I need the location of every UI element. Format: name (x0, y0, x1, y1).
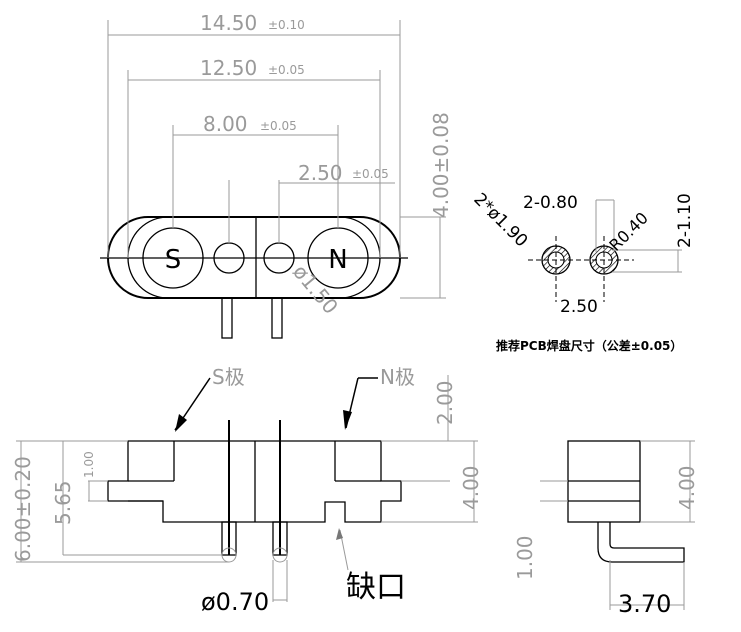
svg-text:±0.05: ±0.05 (260, 119, 297, 133)
dim-pad-spacing: 2.50 (560, 297, 598, 317)
svg-text:±0.05: ±0.05 (268, 63, 305, 77)
dim-pole-spacing: 8.00 (203, 112, 248, 136)
dim-pad-slot: 2-1.10 (675, 193, 695, 248)
dim-total-width: 14.50 (200, 11, 257, 35)
dim-body: 4.00 (459, 465, 483, 510)
pole-s-label: S (165, 245, 182, 275)
dim-pin-diameter: ø0.70 (201, 588, 269, 616)
dim-inner-width: 12.50 (200, 56, 257, 80)
front-view: S极 N极 缺口 6.00±0.20 5.65 1.00 2.00 4.00 ø… (11, 365, 483, 616)
dim-pad-radius: R0.40 (605, 208, 651, 254)
side-dim-body: 4.00 (675, 465, 699, 510)
dim-total-height: 6.00±0.20 (11, 456, 35, 562)
top-view: S N 14.50 ±0.10 12.50 ±0.05 8.00 ±0.05 2… (100, 11, 453, 339)
dim-pin-length: 2.00 (433, 380, 457, 425)
pad-caption: 推荐PCB焊盘尺寸（公差±0.05） (496, 338, 682, 353)
svg-text:±0.05: ±0.05 (352, 167, 389, 181)
side-dim-width: 3.70 (618, 590, 671, 618)
label-notch: 缺口 (346, 570, 406, 605)
side-view: 4.00 1.00 3.70 (513, 440, 699, 618)
pole-n-label: N (328, 245, 347, 275)
pcb-pad-view: 2-0.80 2*ø1.90 R0.40 2-1.10 2.50 推荐PCB焊盘… (469, 189, 695, 353)
side-dim-pin: 1.00 (513, 535, 537, 580)
dim-pad-hole: 2-0.80 (523, 193, 578, 213)
dim-flange: 1.00 (82, 451, 96, 478)
dim-height: 4.00±0.08 (429, 112, 453, 218)
label-s-pole: S极 (212, 365, 245, 389)
svg-text:±0.10: ±0.10 (268, 18, 305, 32)
dim-pin-to-pole: 2.50 (298, 161, 343, 185)
dim-height-565: 5.65 (51, 480, 75, 525)
label-n-pole: N极 (380, 365, 415, 389)
